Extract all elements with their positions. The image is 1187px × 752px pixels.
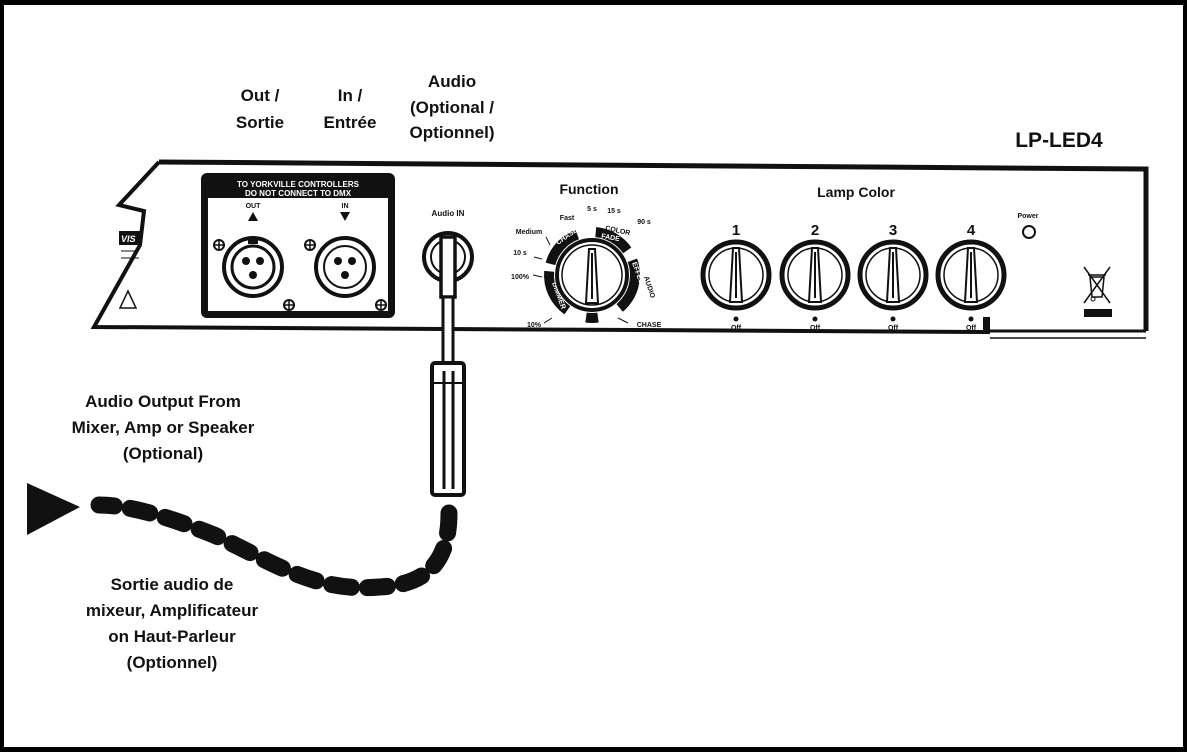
tick-10-percent: 10% [527,322,542,329]
tick-chase: CHASE [637,322,662,329]
crossed-out-bin-icon [1083,266,1112,317]
audio-source-en-line-3: (Optional) [123,444,203,463]
audio-source-en-line-2: Mixer, Amp or Speaker [72,418,255,437]
panel-top-edge [158,159,1149,331]
in-callout-line-1: In / [338,86,363,105]
lamp-off-label-1: Off [731,325,742,332]
audio-input: Audio IN [27,209,474,597]
out-callout-line-2: Sortie [236,113,284,132]
brand-fragment: VIS [121,234,136,244]
diagram-sheet: Out / Sortie In / Entrée Audio (Optional… [4,5,1183,747]
off-position-dot [968,316,974,322]
xlr-female-connector-icon[interactable] [314,236,376,298]
audio-source-fr-line-2: mixeur, Amplificateur [86,601,259,620]
audio-source-label-en: Audio Output From Mixer, Amp or Speaker … [72,392,255,463]
function-segment-ring [544,227,640,323]
out-callout-line-1: Out / [241,86,280,105]
lamp-number-4: 4 [967,222,976,239]
brand-badge [119,231,141,245]
audio-source-fr-line-4: (Optionnel) [127,653,218,672]
audio-callout: Audio (Optional / Optionnel) [410,72,495,142]
ring-arc-effects [616,258,640,312]
audio-plug [430,235,466,497]
rear-panel: VIS [90,159,1149,339]
out-callout: Out / Sortie [236,86,284,132]
audio-source-fr-line-1: Sortie audio de [111,575,234,594]
out-arrow-icon [248,212,258,221]
ring-arc-fade [595,227,632,254]
power-led-icon [1022,225,1036,239]
dmx-warning-line-2: DO NOT CONNECT TO DMX [245,189,352,198]
lamp-off-label-3: Off [888,325,899,332]
audio-source-en-line-1: Audio Output From [85,392,241,411]
lamp-number-3: 3 [889,222,897,239]
tick-10s: 10 s [513,250,527,257]
off-position-dot [890,316,896,322]
off-position-dot [733,316,739,322]
lamp-off-label-4: Off [966,325,977,332]
audio-source-label-fr: Sortie audio de mixeur, Amplificateur on… [86,575,259,672]
lamp-number-1: 1 [732,222,740,239]
in-callout: In / Entrée [324,86,377,132]
function-knob[interactable] [555,238,629,312]
audio-source-fr-line-3: on Haut-Parleur [108,627,236,646]
xlr-male-connector-icon[interactable] [222,236,284,298]
power-indicator: Power [1017,213,1039,239]
lamp-color-title: Lamp Color [817,184,895,200]
power-label: Power [1017,213,1038,220]
lamp-number-2: 2 [811,222,819,239]
audio-in-label: Audio IN [432,209,465,218]
panel-step [983,317,990,334]
audio-cable [90,496,458,597]
function-control: Function Fast Medium 10 s 100% 10% 5 s 1… [511,181,662,329]
signal-arrow-icon [27,483,80,535]
tick-15s: 15 s [607,208,621,215]
panel-side-edge [90,160,984,334]
ring-arc-chase [545,229,580,266]
in-callout-line-2: Entrée [324,113,377,132]
function-title: Function [559,181,618,197]
screw-icon [375,299,387,311]
audio-callout-line-1: Audio [428,72,476,91]
in-arrow-icon [340,212,350,221]
out-port-label: OUT [246,203,262,210]
lamp-off-label-2: Off [810,325,821,332]
tick-medium: Medium [516,229,542,236]
screw-icon [213,239,225,251]
off-position-dot [812,316,818,322]
audio-callout-line-3: Optionnel) [410,123,495,142]
in-port-label: IN [342,203,349,210]
panel-diagram: Out / Sortie In / Entrée Audio (Optional… [27,72,1149,672]
dmx-connector-block: TO YORKVILLE CONTROLLERS DO NOT CONNECT … [201,173,395,318]
model-name: LP-LED4 [1015,129,1103,152]
screw-icon [283,299,295,311]
screw-icon [304,239,316,251]
segment-fade: FADE [601,233,621,243]
tick-fast: Fast [560,215,575,222]
audio-callout-line-2: (Optional / [410,98,494,117]
mounting-tab-icon [118,289,138,309]
tick-100-percent: 100% [511,274,530,281]
ring-arc-bottom [585,312,599,323]
ring-arc-dimmer [544,270,571,315]
tick-5s: 5 s [587,206,597,213]
tick-90s: 90 s [637,219,651,226]
dmx-warning-line-1: TO YORKVILLE CONTROLLERS [237,180,360,189]
